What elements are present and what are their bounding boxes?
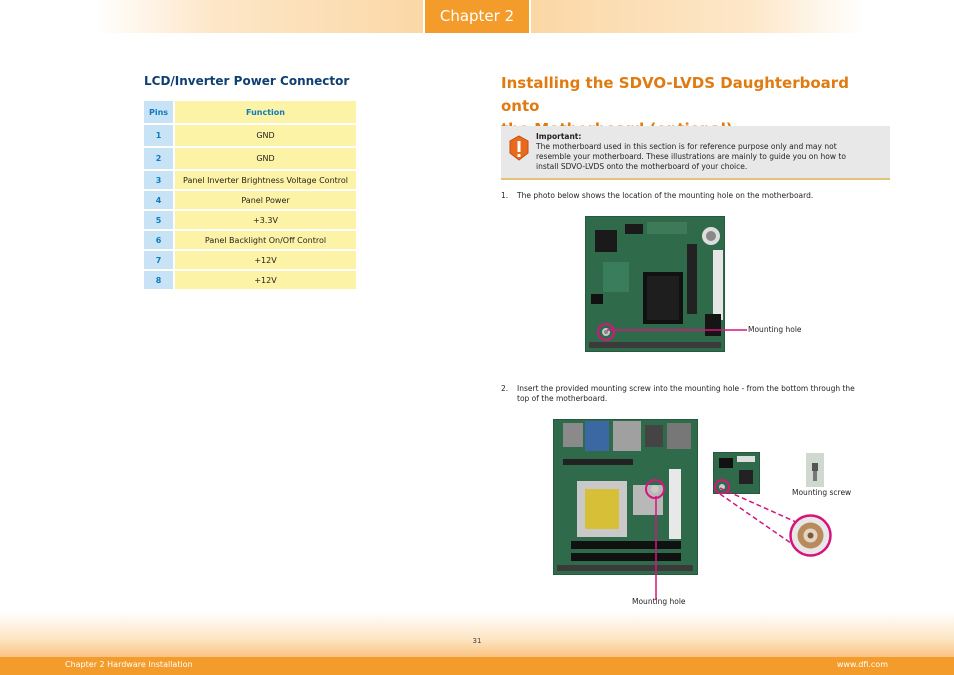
footer-website: www.dfi.com [836,660,888,669]
pin-cell: 7 [144,250,175,271]
function-cell: GND [174,124,356,148]
mounting-hole-label: Mounting hole [632,597,686,606]
footer-chapter-label: Chapter 2 Hardware Installation [65,660,193,669]
function-cell: +12V [174,250,356,271]
pin-table: Pins Function 1 GND 2 GND 3 Panel Invert… [144,101,356,291]
table-row: 8 +12V [144,270,356,291]
function-cell: Panel Power [174,190,356,211]
table-header-row: Pins Function [144,101,356,125]
pin-cell: 3 [144,170,175,191]
important-label: Important: [536,132,582,141]
important-line: The motherboard used in this section is … [536,142,837,151]
mounting-screw-label: Mounting screw [792,488,852,497]
table-row: 7 +12V [144,250,356,271]
warning-icon [509,135,529,161]
pin-cell: 1 [144,124,175,148]
table-row: 1 GND [144,124,356,148]
table-row: 3 Panel Inverter Brightness Voltage Cont… [144,170,356,191]
zoom-callout-lines [719,487,799,549]
important-line: resemble your motherboard. These illustr… [536,152,846,161]
mounting-hole-label: Mounting hole [748,325,802,334]
section-title: LCD/Inverter Power Connector [144,74,350,88]
function-cell: +12V [174,270,356,291]
function-cell: Panel Inverter Brightness Voltage Contro… [174,170,356,191]
footer-glow [0,612,954,658]
important-note: Important: The motherboard used in this … [501,126,890,180]
mounting-screw-photo [806,453,824,487]
chapter-tab: Chapter 2 [423,0,531,33]
daughterboard-photo [713,452,760,494]
function-cell: GND [174,147,356,171]
title-line: Installing the SDVO-LVDS Daughterboard o… [501,74,849,115]
step-number: 2. [501,384,509,393]
header-function: Function [174,101,356,125]
page-number: 31 [472,637,482,645]
pin-cell: 2 [144,147,175,171]
pin-cell: 8 [144,270,175,291]
pin-cell: 6 [144,230,175,251]
callout-line [655,496,657,600]
header-pins: Pins [144,101,175,125]
important-text: The motherboard used in this section is … [536,142,881,172]
table-row: 5 +3.3V [144,210,356,231]
footer-bar: Chapter 2 Hardware Installation www.dfi.… [0,657,954,675]
important-line: install SDVO-LVDS onto the motherboard o… [536,162,748,171]
table-row: 2 GND [144,147,356,171]
pin-cell: 4 [144,190,175,211]
step-2: 2. Insert the provided mounting screw in… [501,384,891,406]
step-1: 1. The photo below shows the location of… [501,191,891,203]
table-row: 4 Panel Power [144,190,356,211]
step-line: Insert the provided mounting screw into … [517,384,855,393]
table-row: 6 Panel Backlight On/Off Control [144,230,356,251]
motherboard-full-photo [553,419,698,575]
mounting-hole-zoom [789,514,832,557]
step-line: top of the motherboard. [517,394,608,403]
callout-line [607,329,747,331]
step-number: 1. [501,191,509,200]
function-cell: Panel Backlight On/Off Control [174,230,356,251]
step-text: Insert the provided mounting screw into … [517,384,855,404]
step-text: The photo below shows the location of th… [517,191,814,200]
function-cell: +3.3V [174,210,356,231]
pin-cell: 5 [144,210,175,231]
